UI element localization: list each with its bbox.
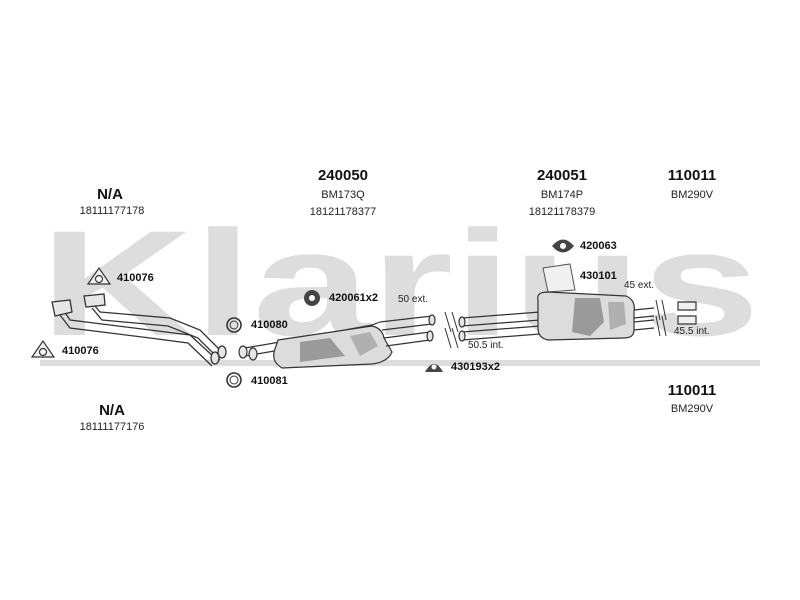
part-label-430101: 430101	[580, 270, 617, 282]
group-sub-240050: BM173Q	[321, 189, 365, 201]
group-code-110011-bottom: 110011	[667, 382, 717, 399]
group-code-240051: 240051	[536, 167, 588, 184]
mount-icon-420063	[552, 239, 574, 253]
front-pipe-upper-inner	[91, 307, 221, 361]
group-sub-110011-bottom: BM290V	[670, 403, 714, 415]
group-sub-110011-top: BM290V	[670, 189, 714, 201]
group-ref-na-top: 18111177178	[79, 205, 145, 217]
rear-silencer	[458, 291, 655, 342]
group-ref-240051: 18121178379	[528, 206, 596, 218]
front-pipe-upper-outer	[89, 299, 223, 353]
mount-icon-430193	[425, 364, 443, 372]
tail-pipes	[677, 301, 697, 325]
group-ref-na-bottom: 18111177176	[79, 421, 145, 433]
front-pipe-end-b	[217, 345, 227, 359]
group-code-240050: 240050	[317, 167, 369, 184]
gasket-icon-410076-bottom	[30, 339, 56, 358]
front-flange-right	[83, 293, 106, 308]
bracket-icon-430101	[542, 263, 576, 293]
front-pipe-end-a	[210, 351, 220, 365]
note-45-ext: 45 ext.	[624, 280, 655, 291]
part-label-410080: 410080	[251, 319, 288, 331]
cut-marks-centre	[444, 311, 459, 349]
mount-icon-420061	[304, 290, 320, 306]
front-pipe-lower-inner	[59, 314, 213, 367]
centre-silencer	[238, 314, 436, 369]
part-label-410076-bottom: 410076	[62, 345, 99, 357]
note-45-5-int: 45.5 int.	[674, 326, 710, 337]
group-ref-240050: 18121178377	[309, 206, 377, 218]
group-code-na-bottom: N/A	[99, 402, 125, 419]
group-sub-240051: BM174P	[540, 189, 584, 201]
group-code-na-top: N/A	[97, 186, 123, 203]
watermark-underline	[40, 360, 760, 366]
gasket-icon-410076-top	[86, 266, 112, 285]
front-pipe-lower-outer	[59, 304, 216, 359]
ring-icon-410081	[226, 372, 242, 388]
group-code-110011-top: 110011	[667, 167, 717, 184]
ring-icon-410080	[226, 317, 242, 333]
part-label-420063: 420063	[580, 240, 617, 252]
note-50-5-int: 50.5 int.	[468, 340, 504, 351]
part-label-410076-top: 410076	[117, 272, 154, 284]
front-pipes	[51, 293, 227, 367]
part-label-430193: 430193x2	[451, 361, 500, 373]
note-50-ext: 50 ext.	[398, 294, 429, 305]
cut-marks-rear	[655, 299, 667, 337]
part-label-410081: 410081	[251, 375, 288, 387]
front-flange-left	[51, 299, 73, 317]
part-label-420061: 420061x2	[329, 292, 378, 304]
